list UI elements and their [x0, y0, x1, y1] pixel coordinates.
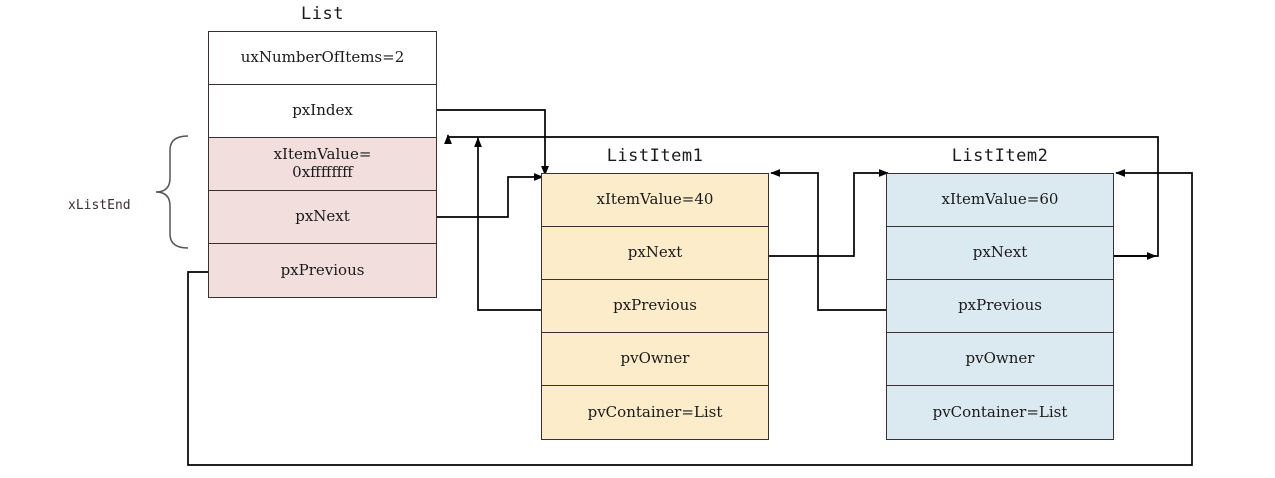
listitem1-row-pvowner: pvOwner — [542, 333, 768, 386]
listitem1-row-xitemvalue: xItemValue=40 — [542, 174, 768, 227]
xlistend-label: xListEnd — [68, 198, 131, 213]
listitem1-title: ListItem1 — [606, 146, 704, 166]
list-struct: uxNumberOfItems=2 pxIndex xItemValue= 0x… — [208, 31, 437, 298]
listitem1-row-pxnext: pxNext — [542, 227, 768, 280]
list-row-pxindex: pxIndex — [209, 85, 436, 138]
listitem2-row-pvcontainer: pvContainer=List — [887, 386, 1113, 439]
list-row-pxnext: pxNext — [209, 191, 436, 244]
listitem2-row-pxprevious: pxPrevious — [887, 280, 1113, 333]
listitem2-row-pvowner: pvOwner — [887, 333, 1113, 386]
listitem1-struct: xItemValue=40 pxNext pxPrevious pvOwner … — [541, 173, 769, 440]
list-row-pxprevious: pxPrevious — [209, 244, 436, 297]
listitem2-title: ListItem2 — [951, 146, 1049, 166]
listitem1-row-pvcontainer: pvContainer=List — [542, 386, 768, 439]
listitem2-struct: xItemValue=60 pxNext pxPrevious pvOwner … — [886, 173, 1114, 440]
listitem2-row-xitemvalue: xItemValue=60 — [887, 174, 1113, 227]
listitem1-row-pxprevious: pxPrevious — [542, 280, 768, 333]
listitem2-row-pxnext: pxNext — [887, 227, 1113, 280]
list-row-uxnumberofitems: uxNumberOfItems=2 — [209, 32, 436, 85]
list-row-xitemvalue: xItemValue= 0xffffffff — [209, 138, 436, 191]
list-title: List — [301, 4, 344, 24]
